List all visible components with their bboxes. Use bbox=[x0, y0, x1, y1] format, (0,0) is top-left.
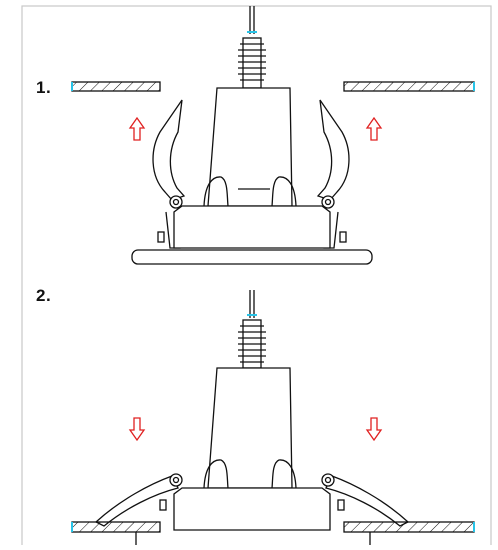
arrow-down-left bbox=[128, 417, 146, 442]
figure-frame bbox=[21, 5, 492, 550]
ceiling-panel-right-2 bbox=[343, 521, 475, 533]
lamp-housing-2 bbox=[207, 367, 293, 489]
strain-relief-2 bbox=[238, 319, 266, 369]
spring-left bbox=[152, 99, 186, 201]
step-2-illustration bbox=[71, 290, 475, 545]
trim-flange bbox=[131, 249, 373, 265]
power-cable bbox=[247, 6, 257, 34]
strain-relief bbox=[238, 37, 266, 89]
ceiling-panel-left bbox=[71, 81, 161, 92]
step-1-illustration bbox=[71, 6, 475, 265]
step-1-label: 1. bbox=[36, 78, 52, 97]
step-2-label: 2. bbox=[36, 286, 52, 305]
ceiling-panel-right bbox=[343, 81, 475, 92]
lamp-housing bbox=[207, 87, 293, 207]
arrow-up-right bbox=[365, 116, 383, 141]
arrow-down-right bbox=[365, 417, 383, 442]
arrow-up-left bbox=[128, 116, 146, 141]
spring-right bbox=[316, 99, 350, 201]
ceiling-panel-left-2 bbox=[71, 521, 161, 533]
power-cable-2 bbox=[247, 290, 257, 318]
